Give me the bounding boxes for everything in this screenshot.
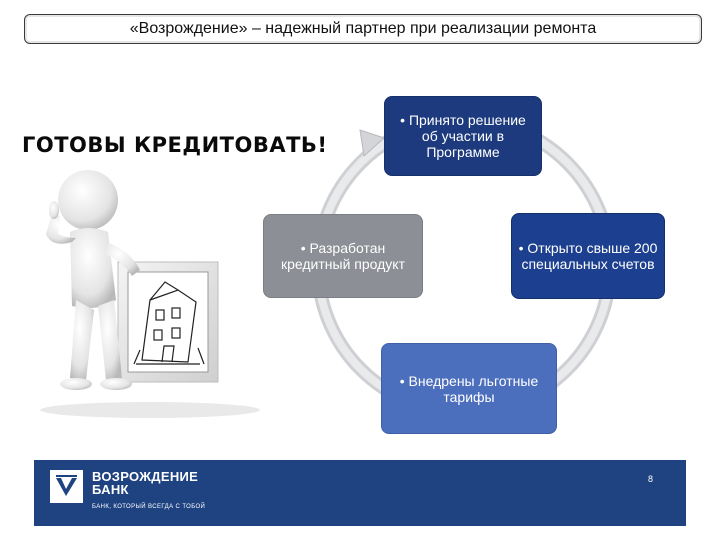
white-figure [46, 170, 140, 390]
headline: ГОТОВЫ КРЕДИТОВАТЬ! [22, 133, 328, 157]
bank-name: ВОЗРОЖДЕНИЕ БАНК [92, 470, 198, 496]
bank-slogan: БАНК, КОТОРЫЙ ВСЕГДА С ТОБОЙ [92, 504, 206, 510]
slide-title: «Возрождение» – надежный партнер при реа… [24, 14, 702, 44]
figure-with-house-illustration [40, 170, 260, 418]
page-number: 8 [648, 474, 654, 484]
cycle-node-accounts: • Открыто свыше 200 специальных счетов [511, 213, 665, 299]
cycle-node-tariffs: • Внедрены льготные тарифы [381, 343, 557, 434]
slide-title-text: «Возрождение» – надежный партнер при реа… [129, 20, 597, 37]
bank-name-line2: БАНК [92, 482, 129, 497]
cycle-node-decision: • Принято решение об участии в Программе [384, 96, 542, 176]
bank-logo-icon [50, 470, 83, 503]
cycle-node-credit-product: • Разработан кредитный продукт [263, 214, 423, 298]
bank-name-line1: ВОЗРОЖДЕНИЕ [92, 469, 199, 484]
footer-banner: ВОЗРОЖДЕНИЕ БАНК БАНК, КОТОРЫЙ ВСЕГДА С … [34, 460, 686, 526]
cycle-arrow-head [359, 129, 385, 157]
house-frame [117, 261, 219, 383]
